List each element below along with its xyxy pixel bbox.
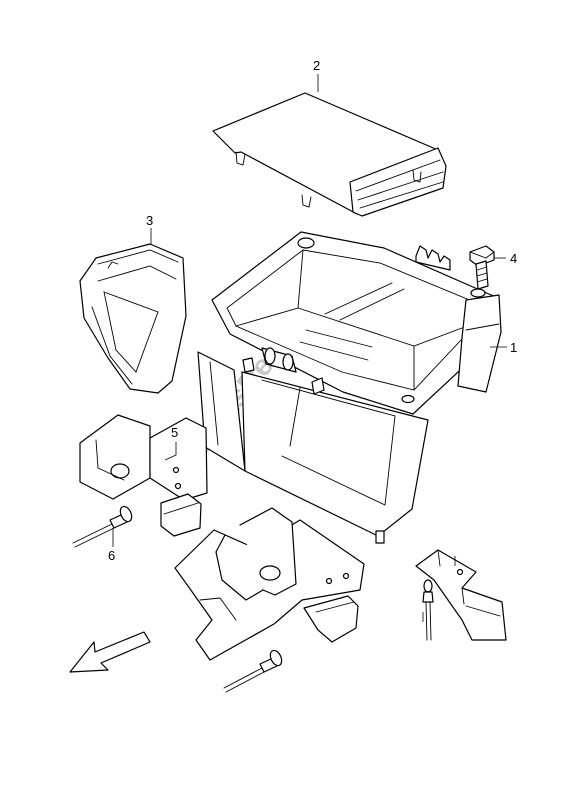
lower-support-bracket bbox=[174, 507, 365, 661]
part-1-battery-tray bbox=[197, 231, 502, 544]
callout-1: 1 bbox=[510, 340, 517, 355]
right-bracket bbox=[415, 549, 507, 641]
rivet-bottom bbox=[223, 649, 283, 693]
leader-lines bbox=[112, 74, 507, 622]
callout-3: 3 bbox=[146, 213, 153, 228]
part-5-bracket bbox=[79, 414, 208, 537]
front-direction-arrow-icon bbox=[69, 631, 151, 673]
part-3-side-cover bbox=[79, 243, 187, 394]
part-4-bolt bbox=[469, 245, 495, 290]
callout-6: 6 bbox=[108, 548, 115, 563]
part-2-cover bbox=[212, 92, 447, 217]
callout-4: 4 bbox=[510, 251, 517, 266]
rivet-right bbox=[422, 579, 434, 641]
part-6-rivet-left bbox=[72, 505, 133, 548]
callout-5: 5 bbox=[171, 425, 178, 440]
callout-2: 2 bbox=[313, 58, 320, 73]
